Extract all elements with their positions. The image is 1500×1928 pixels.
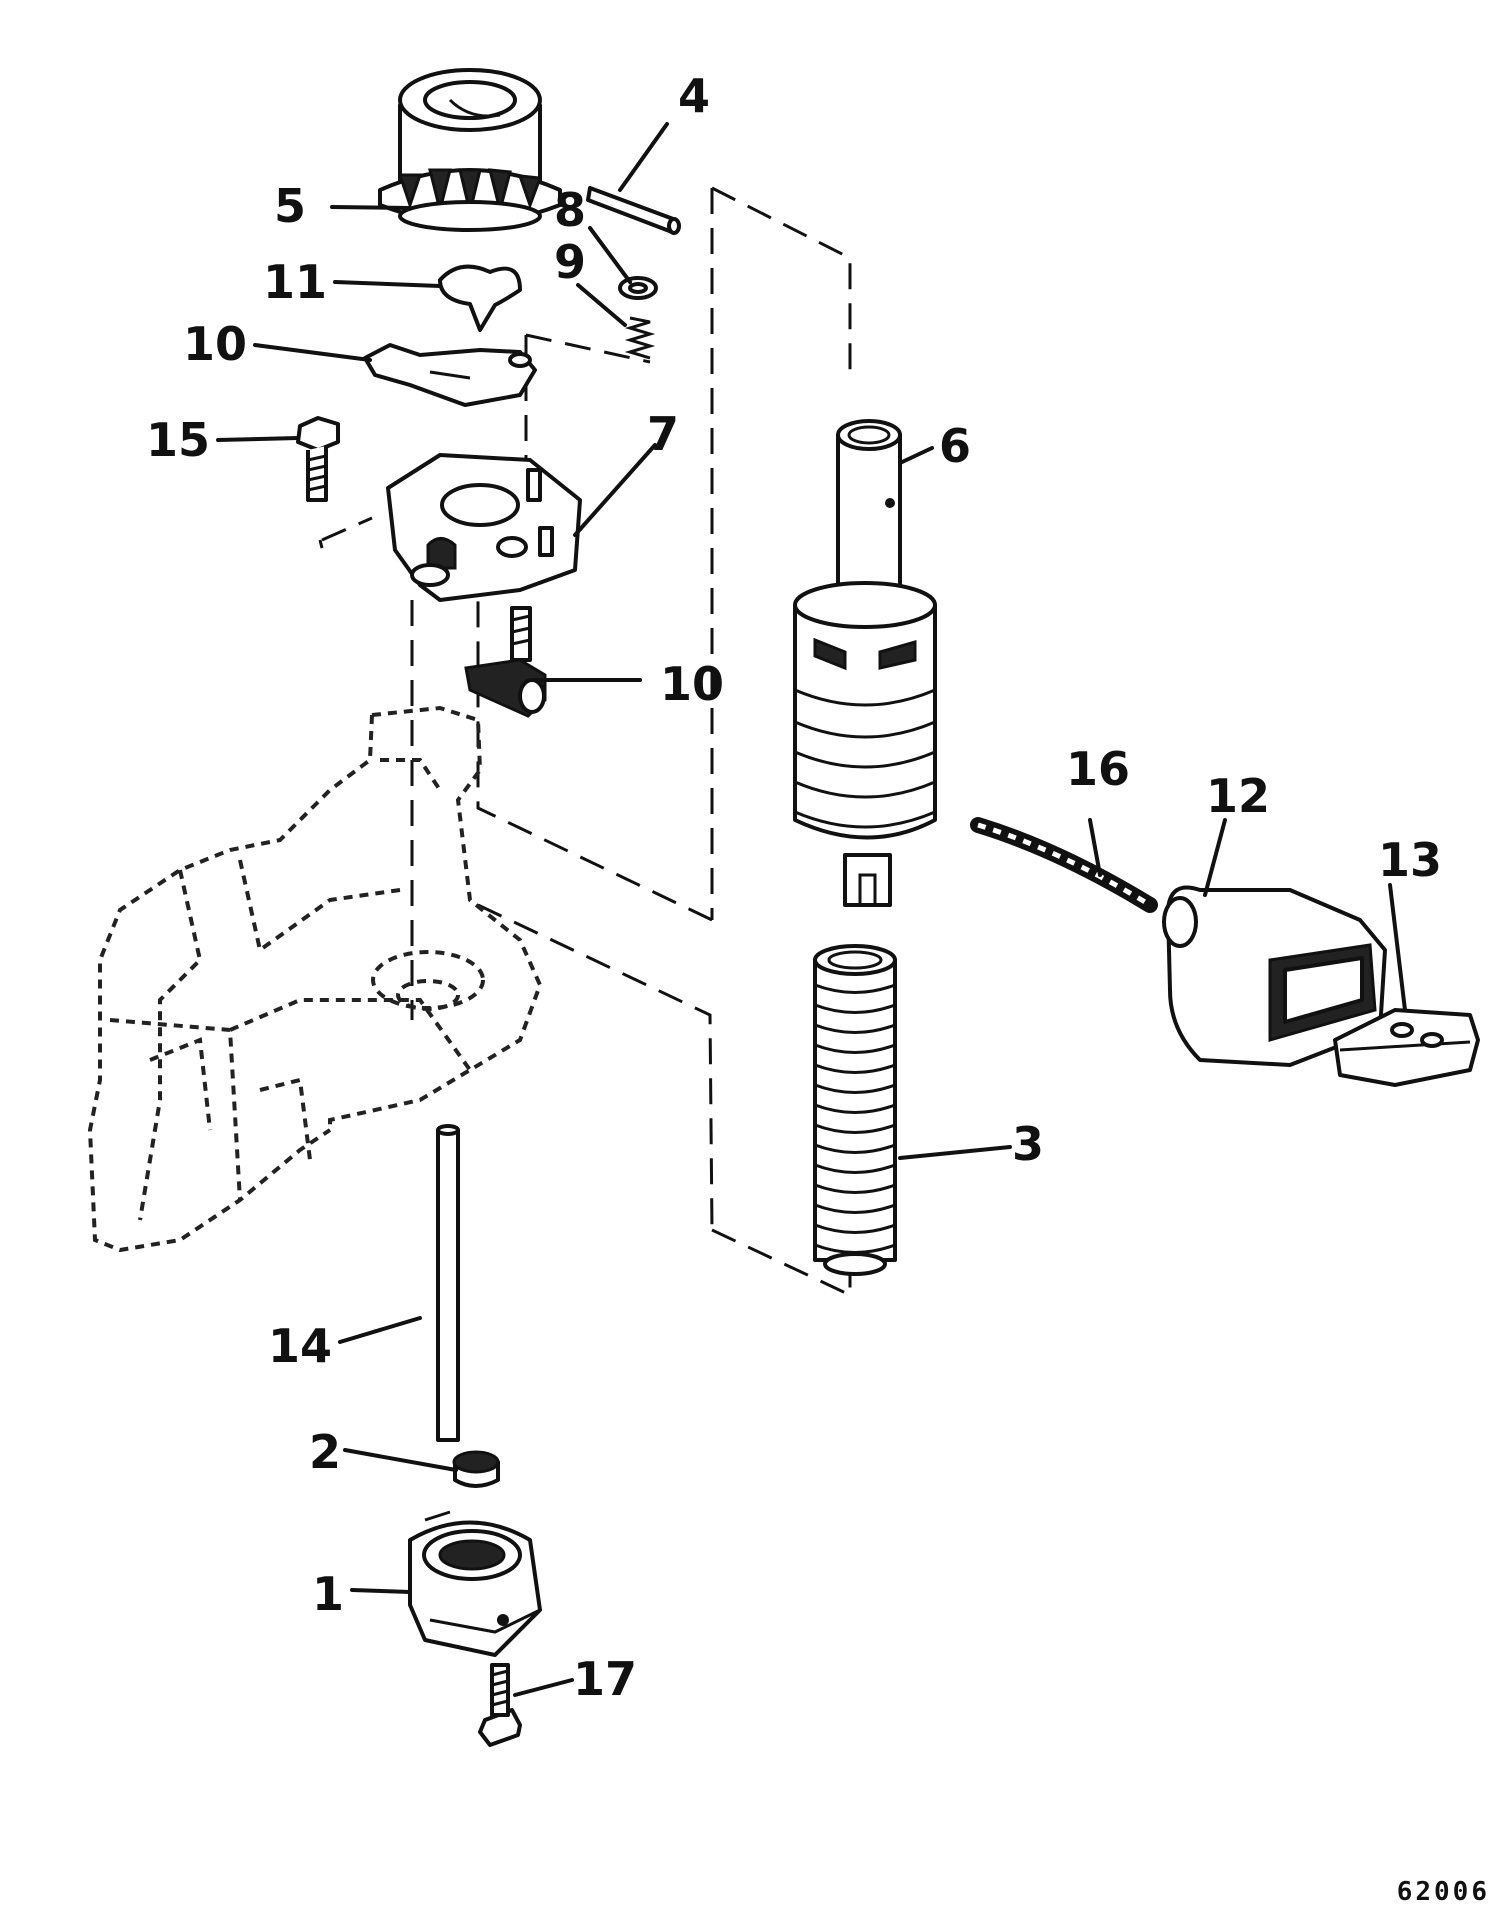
part-14-rod [436, 1124, 460, 1442]
callout-3: 3 [1012, 1117, 1044, 1171]
callout-16: 16 [1066, 742, 1130, 796]
part-10-lever [363, 343, 537, 407]
callout-15: 15 [146, 413, 210, 467]
callout-14: 14 [268, 1319, 332, 1373]
part-3-coil-spring [813, 944, 897, 1276]
callout-5: 5 [274, 179, 306, 233]
part-15-bolt [296, 416, 340, 502]
callout-4: 4 [678, 69, 710, 123]
callout-1: 1 [312, 1567, 344, 1621]
figure-number: 62006 [1397, 1877, 1490, 1907]
part-1-bearing-housing [408, 1510, 542, 1657]
part-17-screw [478, 1663, 522, 1747]
part-7-plate [386, 453, 582, 602]
swivel-bracket-ghost [87, 705, 543, 1253]
part-4-pin [586, 186, 681, 235]
part-11-clip [438, 264, 522, 332]
callout-10-upper: 10 [183, 317, 247, 371]
callout-11: 11 [263, 255, 327, 309]
callout-7: 7 [647, 407, 679, 461]
callout-10-lower: 10 [660, 657, 724, 711]
callout-6: 6 [939, 419, 971, 473]
alignment-lines [318, 186, 852, 1298]
part-2-plug [452, 1450, 500, 1488]
part-5-gear-bushing [378, 68, 562, 232]
part-10-cam [464, 606, 547, 718]
callout-9: 9 [554, 235, 586, 289]
part-9-spring [624, 316, 656, 360]
callout-12: 12 [1206, 769, 1270, 823]
part-8-washer [618, 276, 658, 300]
part-13-cap-block [1333, 1008, 1480, 1087]
part-6-shaft-gear [793, 419, 937, 907]
callout-2: 2 [309, 1425, 341, 1479]
part-16-cable [970, 817, 1158, 913]
part-12-elbow-housing [1162, 885, 1387, 1067]
callout-13: 13 [1378, 833, 1442, 887]
callout-17: 17 [573, 1652, 637, 1706]
callout-labels: 5 4 8 9 11 10 15 7 6 10 16 12 13 3 14 2 … [146, 69, 1442, 1706]
callout-8: 8 [554, 183, 586, 237]
leader-lines [216, 122, 1407, 1697]
